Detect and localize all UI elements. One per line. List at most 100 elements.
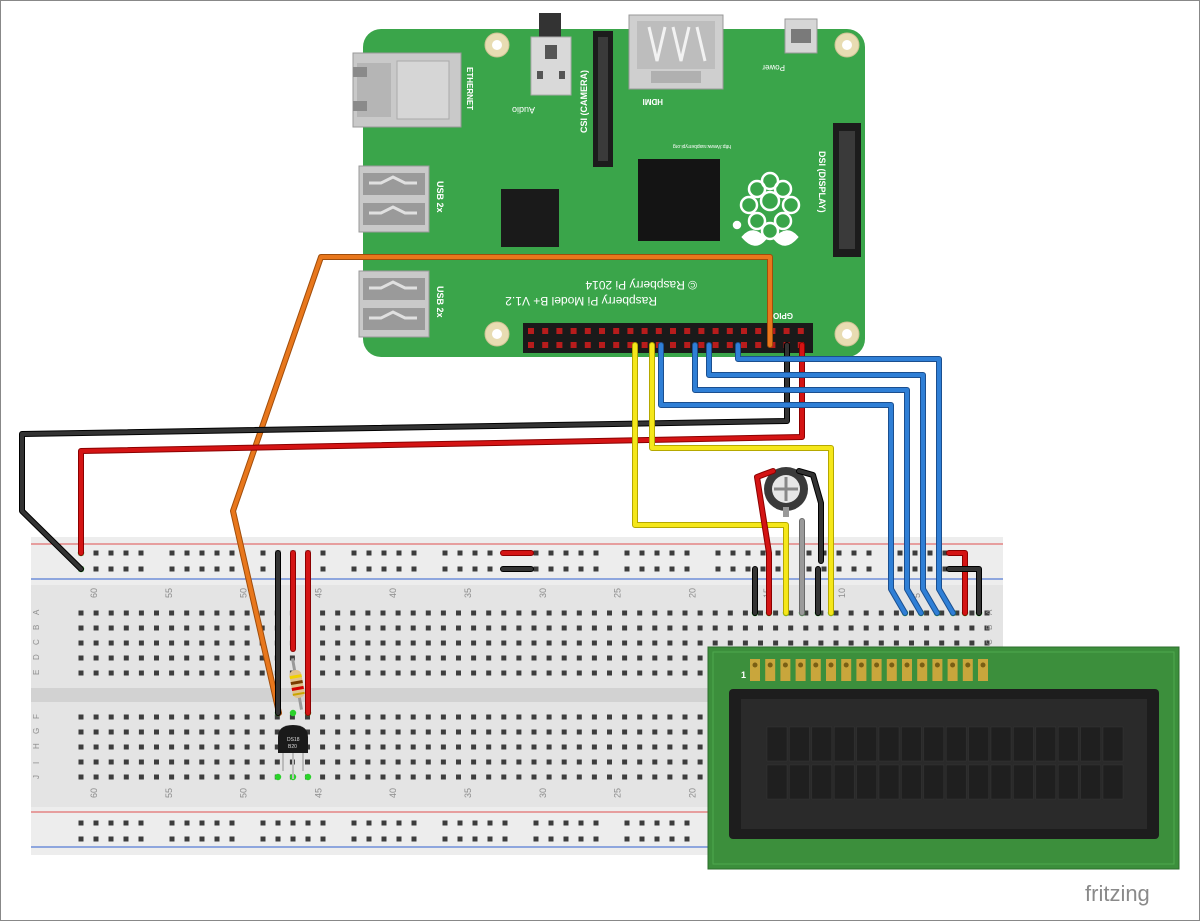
breadboard-hole <box>682 655 688 661</box>
breadboard-hole <box>93 625 99 631</box>
rail-hole <box>108 836 114 842</box>
breadboard-hole <box>667 625 673 631</box>
breadboard-hole <box>622 625 628 631</box>
breadboard-hole <box>214 744 220 750</box>
breadboard-hole <box>652 774 658 780</box>
breadboard-hole <box>607 625 612 631</box>
breadboard-hole <box>395 759 401 765</box>
rail-hole <box>184 550 190 556</box>
breadboard-hole <box>682 744 688 750</box>
breadboard-hole <box>501 714 507 720</box>
column-number: 30 <box>538 788 548 798</box>
rail-hole <box>199 550 205 556</box>
rail-hole <box>775 566 781 572</box>
rail-hole <box>533 820 539 826</box>
lcd-cell <box>766 764 788 800</box>
breadboard-hole <box>365 729 371 735</box>
rail-hole <box>730 566 736 572</box>
rail-hole <box>184 566 190 572</box>
rail-hole <box>351 820 357 826</box>
rail-hole <box>851 566 857 572</box>
breadboard-hole <box>93 670 99 676</box>
rail-hole <box>654 550 660 556</box>
breadboard-hole <box>667 774 673 780</box>
rail-hole <box>78 820 84 826</box>
lcd-cell <box>990 726 1012 762</box>
breadboard-hole <box>637 774 643 780</box>
breadboard-hole <box>667 670 673 676</box>
breadboard-hole <box>335 714 341 720</box>
rail-hole <box>654 836 660 842</box>
rail-hole <box>684 836 690 842</box>
breadboard-hole <box>259 744 265 750</box>
breadboard-hole <box>697 670 703 676</box>
breadboard-hole <box>546 610 552 616</box>
rail-hole <box>912 566 918 572</box>
breadboard-hole <box>486 670 492 676</box>
breadboard-hole <box>531 714 537 720</box>
breadboard-hole <box>818 640 824 646</box>
breadboard-hole <box>788 640 794 646</box>
rail-hole <box>214 836 220 842</box>
breadboard-hole <box>259 670 265 676</box>
breadboard-hole <box>440 655 446 661</box>
breadboard-hole <box>803 640 809 646</box>
breadboard-hole <box>259 610 265 616</box>
rail-hole <box>533 550 539 556</box>
breadboard-hole <box>93 759 99 765</box>
breadboard-hole <box>471 729 477 735</box>
breadboard-hole <box>652 729 658 735</box>
breadboard-hole <box>350 774 356 780</box>
raspberry-pi-logo <box>732 171 801 246</box>
rail-hole <box>563 820 569 826</box>
breadboard-hole <box>697 640 703 646</box>
breadboard-hole <box>863 625 869 631</box>
breadboard-hole <box>667 714 673 720</box>
rail-hole <box>912 550 918 556</box>
breadboard-hole <box>289 714 295 720</box>
rail-hole <box>381 836 387 842</box>
breadboard-hole <box>622 655 628 661</box>
breadboard-hole <box>893 610 899 616</box>
breadboard-hole <box>138 610 144 616</box>
gpio-pin <box>726 328 733 334</box>
lcd-pin-hole <box>980 662 986 668</box>
breadboard-hole <box>622 640 628 646</box>
breadboard-hole <box>395 625 401 631</box>
rail-hole <box>169 566 175 572</box>
rail-hole <box>275 820 281 826</box>
rail-hole <box>487 550 493 556</box>
breadboard-hole <box>184 714 190 720</box>
row-letter: F <box>32 714 41 719</box>
breadboard-hole <box>440 759 446 765</box>
breadboard-hole <box>425 729 431 735</box>
gpio-pin <box>641 328 648 334</box>
rail-hole <box>533 566 539 572</box>
breadboard-hole <box>214 655 220 661</box>
gpio-pin <box>570 328 577 334</box>
breadboard-hole <box>320 625 326 631</box>
breadboard-hole <box>169 774 175 780</box>
gpio-pin <box>556 328 563 334</box>
column-number: 10 <box>837 588 847 598</box>
breadboard-hole <box>350 655 356 661</box>
breadboard-hole <box>697 744 703 750</box>
mounting-holes <box>484 32 860 347</box>
breadboard-hole <box>984 625 990 631</box>
breadboard-hole <box>516 714 522 720</box>
breadboard-hole <box>365 625 371 631</box>
breadboard-hole <box>395 640 401 646</box>
breadboard-hole <box>78 714 84 720</box>
breadboard-hole <box>576 744 582 750</box>
breadboard-hole <box>154 625 159 631</box>
breadboard-hole <box>486 625 492 631</box>
breadboard-hole <box>909 625 914 631</box>
gpio-pin <box>599 342 605 348</box>
rail-hole <box>320 820 326 826</box>
breadboard-hole <box>561 670 567 676</box>
breadboard-hole <box>576 774 582 780</box>
breadboard-hole <box>773 610 779 616</box>
column-number: 45 <box>313 788 323 798</box>
breadboard-hole <box>758 640 763 646</box>
breadboard-hole <box>350 714 356 720</box>
